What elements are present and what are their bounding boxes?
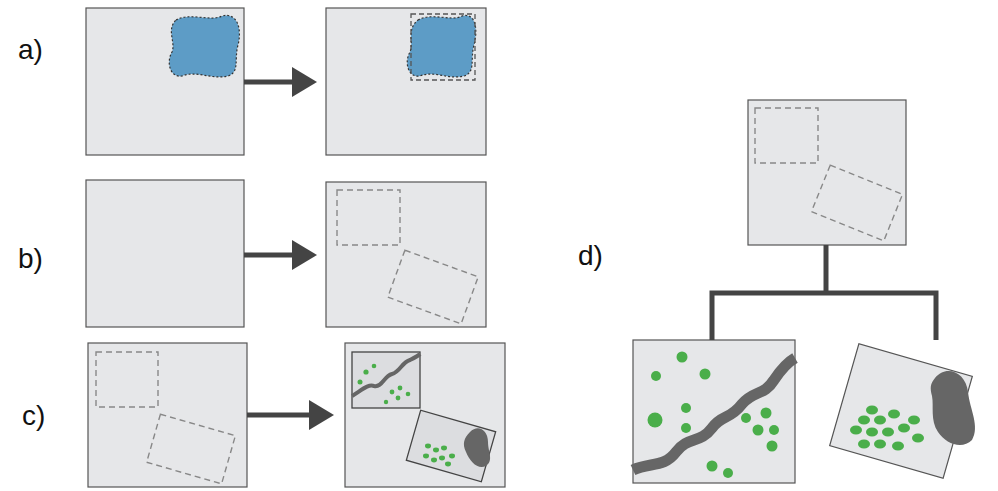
panel-label: d) xyxy=(578,242,603,270)
panel-label: b) xyxy=(18,245,43,273)
panel-label: c) xyxy=(22,402,45,430)
panel-label: a) xyxy=(18,36,43,64)
